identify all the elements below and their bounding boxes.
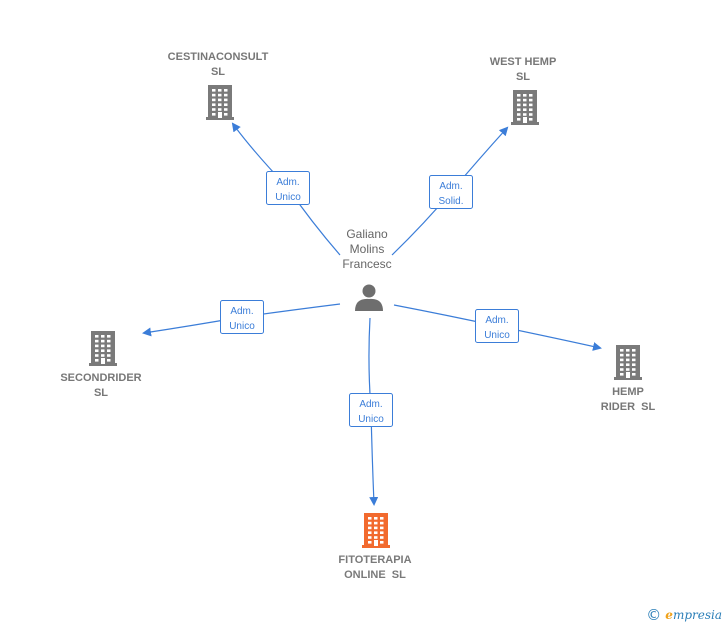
edge-label-text: Unico: [229, 321, 255, 332]
brand-initial: e: [665, 608, 673, 622]
company-label: ONLINE SL: [344, 569, 406, 581]
building-icon: [614, 345, 642, 380]
person-icon: [355, 284, 383, 311]
edge-west-hemp: Adm. Solid.: [391, 126, 509, 256]
company-node-secondrider[interactable]: SECONDRIDER SL: [60, 331, 142, 399]
copyright-symbol: ©: [646, 606, 662, 624]
building-icon: [511, 90, 539, 125]
company-label: RIDER SL: [601, 401, 656, 413]
edge-secondrider: Adm. Unico: [142, 300, 341, 337]
edge-hemp-rider: Adm. Unico: [393, 304, 602, 351]
company-node-fitoterapia-online[interactable]: FITOTERAPIA ONLINE SL: [338, 513, 412, 581]
edge-label-text: Adm.: [230, 306, 253, 317]
company-node-west-hemp[interactable]: WEST HEMP SL: [490, 56, 557, 125]
edge-label-text: Unico: [484, 330, 510, 341]
edge-label-box[interactable]: [220, 300, 264, 334]
edge-label-text: Unico: [275, 192, 301, 203]
company-label: HEMP: [612, 386, 644, 398]
nodes-layer: CESTINACONSULT SL WEST HEMP SL SECONDRIDER SL…: [60, 51, 655, 581]
person-label: Galiano: [346, 227, 388, 241]
edge-label-text: Adm.: [485, 315, 508, 326]
edge-label-text: Adm.: [359, 399, 382, 410]
edge-label-box[interactable]: [429, 175, 473, 209]
edge-label-text: Unico: [358, 414, 384, 425]
company-label: CESTINACONSULT: [168, 51, 269, 63]
company-label: WEST HEMP: [490, 56, 557, 68]
edge-label-text: Adm.: [276, 177, 299, 188]
company-label: SL: [516, 71, 530, 83]
company-node-cestinaconsult[interactable]: CESTINACONSULT SL: [168, 51, 269, 120]
edges-layer: Adm.UnicoAdm.Solid.Adm.UnicoAdm.UnicoAdm…: [142, 122, 602, 506]
building-icon: [89, 331, 117, 366]
edge-label-text: Solid.: [438, 196, 463, 207]
company-label: SL: [211, 66, 225, 78]
edge-fitoterapia-online: Adm. Unico: [349, 317, 393, 506]
edge-label-box[interactable]: [475, 309, 519, 343]
company-label: FITOTERAPIA: [338, 554, 411, 566]
person-label: Molins: [350, 242, 385, 256]
edge-label-text: Adm.: [439, 181, 462, 192]
building-icon: [362, 513, 390, 548]
edge-label-box[interactable]: [266, 171, 310, 205]
footer-brand: © empresia: [646, 606, 722, 624]
edge-cestinaconsult: Adm. Unico: [231, 122, 341, 256]
brand-logo[interactable]: empresia: [665, 608, 722, 622]
edge-label-box[interactable]: [349, 393, 393, 427]
company-node-hemp-rider[interactable]: HEMP RIDER SL: [601, 345, 656, 413]
company-label: SL: [94, 387, 108, 399]
brand-name: mpresia: [672, 608, 722, 622]
person-label: Francesc: [342, 257, 391, 271]
company-label: SECONDRIDER: [60, 372, 141, 384]
building-icon: [206, 85, 234, 120]
